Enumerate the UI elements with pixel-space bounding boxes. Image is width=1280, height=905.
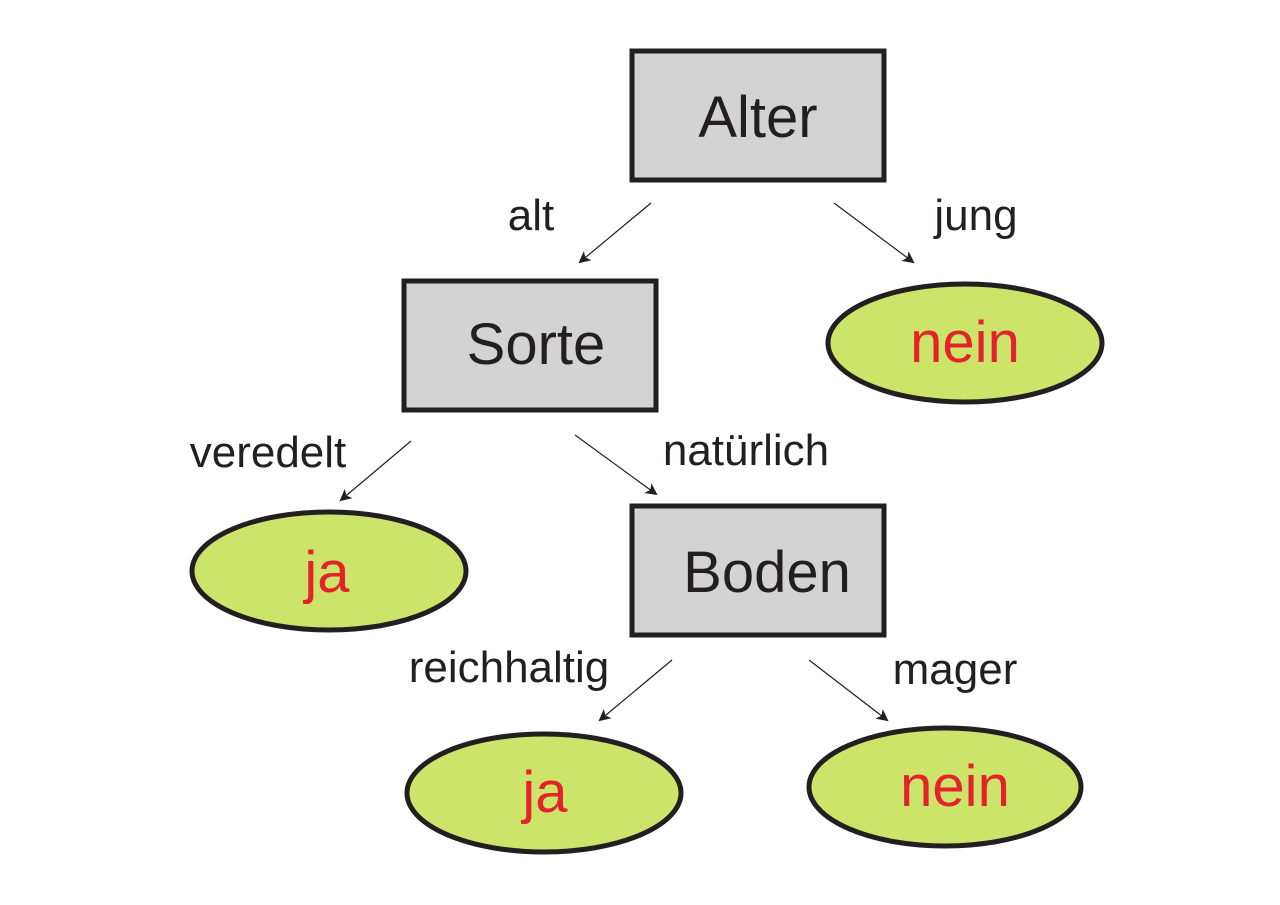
leaf-nein-mager-ellipse bbox=[806, 725, 1084, 849]
edge-veredelt-arrow bbox=[339, 440, 412, 502]
leaf-ja-reichhaltig-ellipse bbox=[404, 731, 684, 855]
decision-node-boden-box bbox=[629, 503, 887, 638]
leaf-ja-reichhaltig: ja bbox=[520, 760, 568, 825]
leaf-ja-veredelt-ellipse bbox=[189, 509, 469, 633]
edge-label-veredelt: veredelt bbox=[190, 428, 347, 477]
decision-node-alter: Alter bbox=[698, 85, 817, 150]
decision-node-alter-box bbox=[629, 48, 887, 183]
decision-node-sorte-box bbox=[401, 278, 659, 413]
decision-node-boden: Boden bbox=[683, 540, 851, 605]
leaf-ja-veredelt: ja bbox=[302, 540, 350, 605]
edge-label-natuerlich: natürlich bbox=[663, 426, 829, 475]
leaf-nein-jung-ellipse bbox=[825, 281, 1105, 405]
edge-natuerlich-arrow bbox=[574, 434, 658, 496]
decision-node-sorte: Sorte bbox=[467, 312, 606, 377]
leaf-nein-jung: nein bbox=[910, 310, 1020, 375]
edge-alt-arrow bbox=[578, 202, 652, 264]
edge-label-mager: mager bbox=[893, 645, 1018, 694]
leaf-nein-mager: nein bbox=[900, 754, 1010, 819]
edge-mager-arrow bbox=[808, 659, 889, 722]
edge-label-alt: alt bbox=[508, 191, 554, 240]
edge-jung-arrow bbox=[833, 202, 915, 264]
edge-reichhaltig-arrow bbox=[598, 659, 673, 722]
edge-label-jung: jung bbox=[932, 191, 1017, 240]
edge-label-reichhaltig: reichhaltig bbox=[409, 643, 610, 692]
